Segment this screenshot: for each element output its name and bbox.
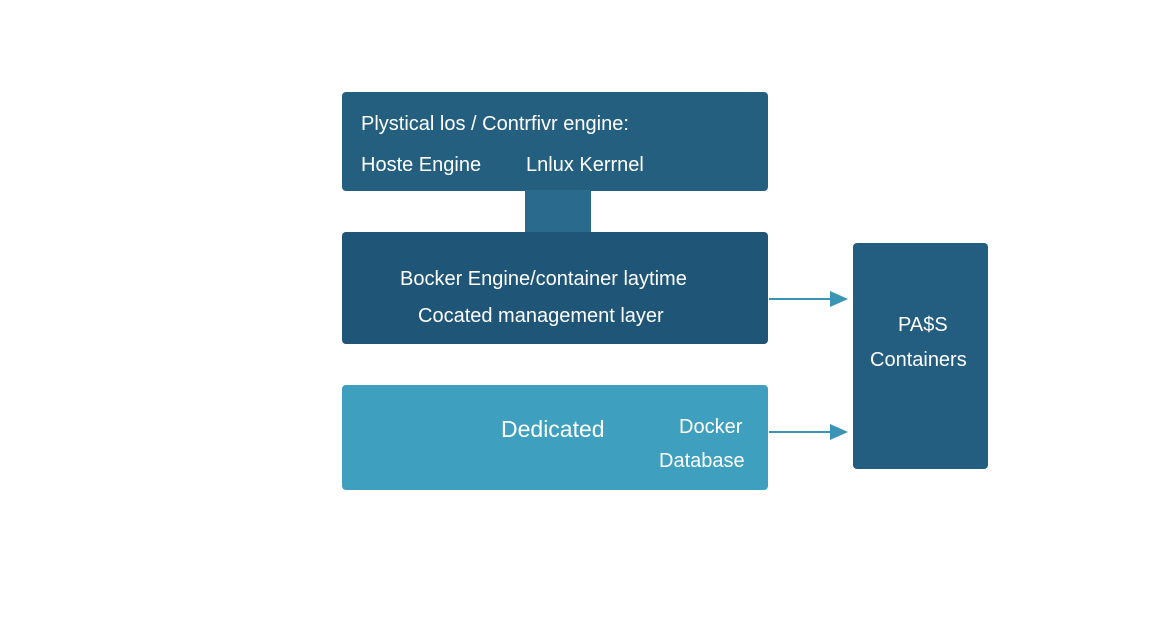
dedicated-label: Dedicated	[501, 416, 605, 442]
docker-label: Docker	[679, 416, 743, 438]
containers-label: Containers	[870, 349, 967, 371]
engine-layer-box: Bocker Engine/container laytime Cocated …	[342, 232, 768, 344]
host-layer-box: Plystical los / Contrfivr engine: Hoste …	[342, 92, 768, 191]
containers-box: PA$S Containers	[853, 243, 988, 469]
engine-layer-line1: Bocker Engine/container laytime	[400, 268, 687, 290]
arrow-middle-to-containers	[769, 291, 848, 307]
database-label: Database	[659, 450, 745, 472]
database-layer-box: Dedicated Docker Database	[342, 385, 768, 490]
arrow-bottom-to-containers	[769, 424, 848, 440]
paas-label: PA$S	[898, 314, 948, 336]
layer-connector	[525, 190, 591, 234]
engine-layer-line2: Cocated management layer	[418, 305, 664, 327]
host-engine-label: Hoste Engine	[361, 154, 482, 176]
linux-kernel-label: Lnlux Kerrnel	[526, 154, 644, 176]
arrow-head	[830, 424, 848, 440]
arrow-head	[830, 291, 848, 307]
host-layer-title: Plystical los / Contrfivr engine:	[361, 113, 629, 135]
